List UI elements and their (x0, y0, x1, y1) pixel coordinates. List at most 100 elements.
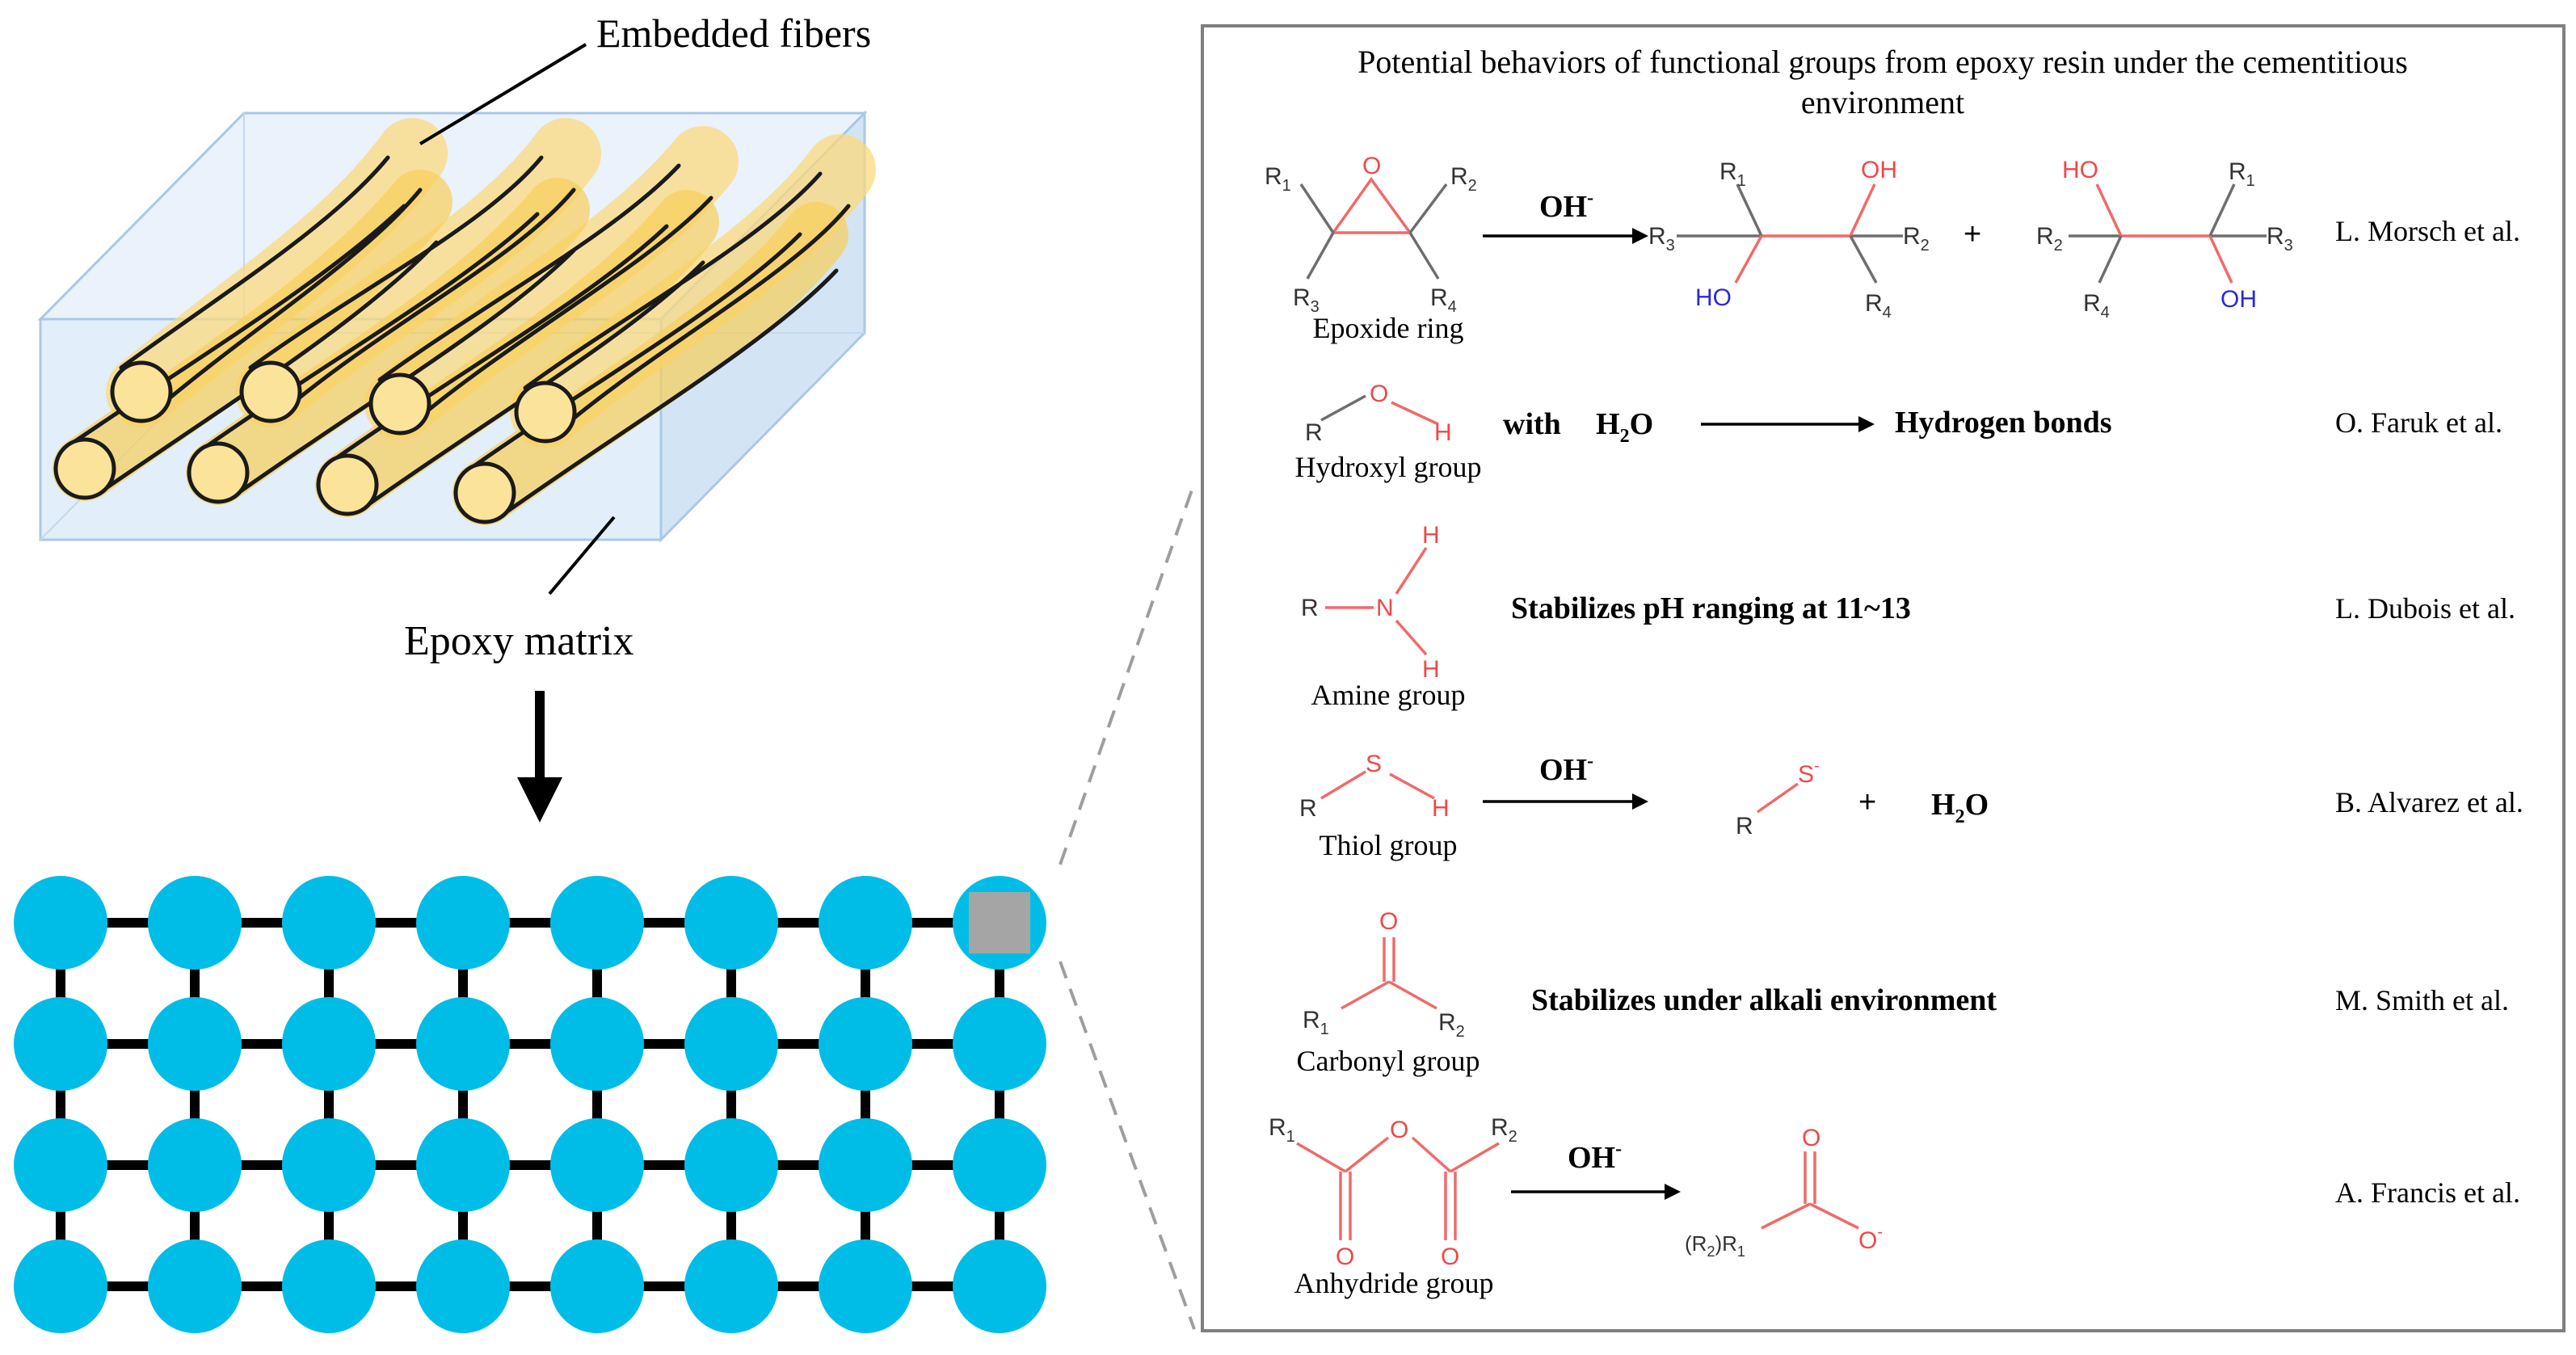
reference-alvarez: B. Alvarez et al. (2335, 786, 2523, 818)
svg-text:O-: O- (1858, 1223, 1883, 1254)
fibers-leader-line (419, 43, 587, 145)
svg-text:O: O (1370, 381, 1388, 407)
anhydride-group-label: Anhydride group (1294, 1267, 1494, 1299)
network-node (953, 997, 1046, 1091)
network-node (550, 997, 644, 1091)
fiber-ends (53, 360, 577, 524)
svg-text:H: H (1422, 656, 1440, 683)
carbonyl-group-label: Carbonyl group (1297, 1045, 1480, 1077)
svg-text:R1: R1 (1303, 1007, 1329, 1038)
reference-faruk: O. Faruk et al. (2335, 406, 2502, 439)
network-node (953, 1118, 1046, 1212)
svg-text:R1: R1 (1269, 1114, 1295, 1146)
network-node (282, 1239, 376, 1333)
matrix-leader-line (548, 515, 616, 595)
svg-text:(R2)R1: (R2)R1 (1685, 1231, 1745, 1260)
thiol-group-label: Thiol group (1320, 829, 1458, 861)
network-node (148, 1239, 242, 1333)
network-node (14, 1239, 107, 1333)
hydroxyl-group-label: Hydroxyl group (1295, 451, 1482, 483)
svg-text:R: R (1299, 795, 1317, 822)
svg-text:N: N (1376, 595, 1394, 621)
reference-smith: M. Smith et al. (2335, 984, 2509, 1016)
panel-title-line1: Potential behaviors of functional groups… (1357, 44, 2408, 80)
network-node (819, 876, 912, 970)
svg-text:Hydrogen bonds: Hydrogen bonds (1895, 406, 2112, 440)
svg-text:H2O: H2O (1596, 407, 1653, 447)
svg-text:HO: HO (1695, 284, 1732, 311)
network-node (14, 876, 107, 970)
reference-dubois: L. Dubois et al. (2335, 592, 2515, 625)
network-node (684, 876, 778, 970)
svg-text:+: + (1858, 785, 1876, 819)
svg-text:R2: R2 (2036, 223, 2063, 255)
network-node (819, 997, 912, 1091)
network-node (953, 1239, 1046, 1333)
row-amine: R N H H Amine group Stabilizes pH rangin… (1301, 522, 2515, 711)
svg-text:R: R (1305, 419, 1323, 446)
svg-text:R3: R3 (1293, 284, 1320, 316)
network-node (282, 876, 376, 970)
svg-text:+: + (1964, 217, 1981, 251)
svg-text:HO: HO (2062, 157, 2098, 183)
behaviors-panel (1201, 24, 2565, 1332)
network-node (148, 876, 242, 970)
svg-text:H2O: H2O (1931, 788, 1989, 827)
row-carbonyl: O R1 R2 Carbonyl group Stabilizes under … (1297, 908, 2509, 1077)
svg-text:H: H (1422, 522, 1440, 549)
fibers (53, 118, 876, 525)
svg-text:R2: R2 (1450, 163, 1477, 195)
svg-text:R4: R4 (2083, 290, 2110, 322)
row-hydroxyl: R O H Hydroxyl group with H2O Hydrogen b… (1295, 381, 2502, 483)
network-node (416, 997, 510, 1091)
network-node (282, 997, 376, 1091)
network-node (819, 1239, 912, 1333)
zoom-line-bottom (1059, 961, 1196, 1330)
svg-text:O: O (1441, 1243, 1459, 1270)
svg-text:S: S (1366, 751, 1382, 777)
network-node (14, 997, 107, 1091)
svg-text:OH: OH (2220, 286, 2257, 313)
highlight-square (969, 892, 1030, 953)
network-node (148, 997, 242, 1091)
down-arrow (517, 691, 562, 823)
svg-text:R2: R2 (1438, 1009, 1465, 1041)
row-anhydride: R1 O R2 O O Anhydride group OH- O O- (R2… (1269, 1114, 2520, 1299)
reference-francis: A. Francis et al. (2335, 1176, 2520, 1209)
svg-text:R2: R2 (1491, 1114, 1517, 1146)
svg-text:R3: R3 (1648, 223, 1675, 255)
epoxy-matrix-label: Epoxy matrix (404, 618, 634, 664)
svg-text:R: R (1736, 813, 1753, 840)
network-node (684, 1239, 778, 1333)
svg-text:R: R (1301, 595, 1319, 621)
network-node (148, 1118, 242, 1212)
svg-text:O: O (1379, 908, 1398, 935)
reference-morsch: L. Morsch et al. (2335, 215, 2520, 247)
embedded-fibers-label: Embedded fibers (596, 11, 871, 56)
epoxide-group-label: Epoxide ring (1313, 312, 1464, 344)
network-node (14, 1118, 107, 1212)
svg-text:OH-: OH- (1568, 1138, 1622, 1175)
network-node (684, 997, 778, 1091)
network-node (550, 1118, 644, 1212)
row-epoxide: O R1 R2 R3 R4 Epoxide ring OH- R3 R2 R1 … (1265, 153, 2520, 344)
svg-text:S-: S- (1798, 757, 1820, 788)
row-thiol: R S H Thiol group OH- R S- + H2O B. Alva… (1299, 751, 2523, 861)
network-node (550, 876, 644, 970)
svg-text:with: with (1503, 407, 1561, 441)
amine-group-label: Amine group (1311, 679, 1466, 711)
polymer-network (14, 876, 1046, 1333)
epoxide-o: O (1362, 153, 1381, 179)
svg-text:R3: R3 (2267, 223, 2293, 255)
panel-title-line2: environment (1801, 84, 1964, 120)
svg-text:R1: R1 (1265, 163, 1291, 195)
network-node (416, 876, 510, 970)
network-node (550, 1239, 644, 1333)
svg-text:O: O (1336, 1243, 1354, 1270)
composite-block (37, 43, 876, 595)
network-node (416, 1118, 510, 1212)
svg-text:O: O (1802, 1125, 1820, 1151)
network-node (282, 1118, 376, 1212)
network-node (684, 1118, 778, 1212)
